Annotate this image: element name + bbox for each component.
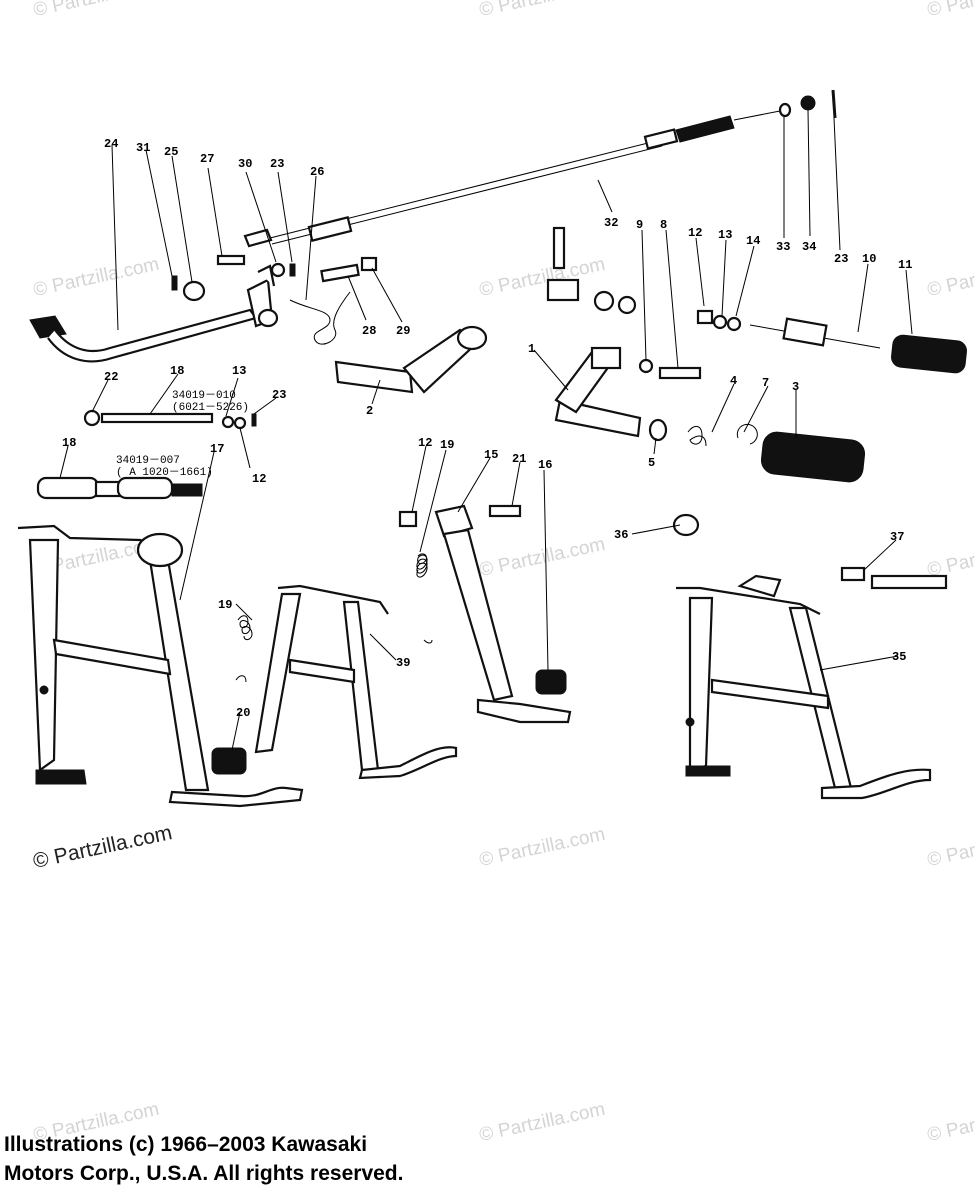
callout-14: 14 bbox=[746, 234, 760, 248]
callout-36: 36 bbox=[614, 528, 628, 542]
callout-9: 9 bbox=[636, 218, 643, 232]
callout-23: 23 bbox=[270, 157, 284, 171]
shift-linkage bbox=[546, 226, 967, 380]
center-stand-right bbox=[672, 513, 948, 800]
callout-28: 28 bbox=[362, 324, 376, 338]
callout-25: 25 bbox=[164, 145, 178, 159]
callout-8: 8 bbox=[660, 218, 667, 232]
part-number-note: 34019－010 bbox=[172, 390, 236, 402]
side-stand bbox=[398, 504, 572, 724]
callout-35: 35 bbox=[892, 650, 906, 664]
callout-33: 33 bbox=[776, 240, 790, 254]
callout-31: 31 bbox=[136, 141, 150, 155]
callout-34: 34 bbox=[802, 240, 816, 254]
callout-10: 10 bbox=[862, 252, 876, 266]
callout-18: 18 bbox=[62, 436, 76, 450]
serial-range-note: ( A 1020－1661) bbox=[116, 467, 213, 479]
callout-3: 3 bbox=[792, 380, 799, 394]
callout-15: 15 bbox=[484, 448, 498, 462]
callout-11: 11 bbox=[898, 258, 912, 272]
callout-5: 5 bbox=[648, 456, 655, 470]
callout-20: 20 bbox=[236, 706, 250, 720]
crank-arms bbox=[334, 325, 642, 438]
callout-22: 22 bbox=[104, 370, 118, 384]
callout-24: 24 bbox=[104, 137, 118, 151]
footrest-parts bbox=[648, 418, 866, 483]
callout-12: 12 bbox=[418, 436, 432, 450]
callout-39: 39 bbox=[396, 656, 410, 670]
callout-1: 1 bbox=[528, 342, 535, 356]
callout-26: 26 bbox=[310, 165, 324, 179]
serial-range-note: (6021－5226) bbox=[172, 402, 249, 414]
callout-18: 18 bbox=[170, 364, 184, 378]
copyright-line-2: Motors Corp., U.S.A. All rights reserved… bbox=[4, 1162, 404, 1185]
brake-pedal bbox=[29, 264, 279, 363]
callout-23: 23 bbox=[272, 388, 286, 402]
brake-cable bbox=[243, 89, 837, 248]
callout-19: 19 bbox=[218, 598, 232, 612]
pedal-hardware bbox=[171, 254, 378, 345]
callout-37: 37 bbox=[890, 530, 904, 544]
axle-parts bbox=[36, 409, 257, 500]
leader-lines bbox=[59, 109, 913, 751]
callout-2: 2 bbox=[366, 404, 373, 418]
callout-16: 16 bbox=[538, 458, 552, 472]
callout-19: 19 bbox=[440, 438, 454, 452]
copyright-line-1: Illustrations (c) 1966–2003 Kawasaki bbox=[4, 1133, 368, 1156]
callout-labels: 24 31 25 27 30 23 26 32 9 8 12 13 14 33 … bbox=[62, 137, 912, 720]
callout-23: 23 bbox=[834, 252, 848, 266]
copyright-notice: Illustrations (c) 1966–2003 Kawasaki Mot… bbox=[4, 1130, 403, 1188]
callout-4: 4 bbox=[730, 374, 737, 388]
callout-12: 12 bbox=[688, 226, 702, 240]
callout-12: 12 bbox=[252, 472, 266, 486]
center-stand-middle bbox=[235, 584, 458, 780]
callout-7: 7 bbox=[762, 376, 769, 390]
callout-17: 17 bbox=[210, 442, 224, 456]
callout-13: 13 bbox=[232, 364, 246, 378]
callout-29: 29 bbox=[396, 324, 410, 338]
callout-21: 21 bbox=[512, 452, 526, 466]
part-number-note: 34019－007 bbox=[116, 455, 180, 467]
callout-32: 32 bbox=[604, 216, 618, 230]
callout-13: 13 bbox=[718, 228, 732, 242]
callout-30: 30 bbox=[238, 157, 252, 171]
center-stand-left bbox=[17, 524, 304, 808]
callout-27: 27 bbox=[200, 152, 214, 166]
